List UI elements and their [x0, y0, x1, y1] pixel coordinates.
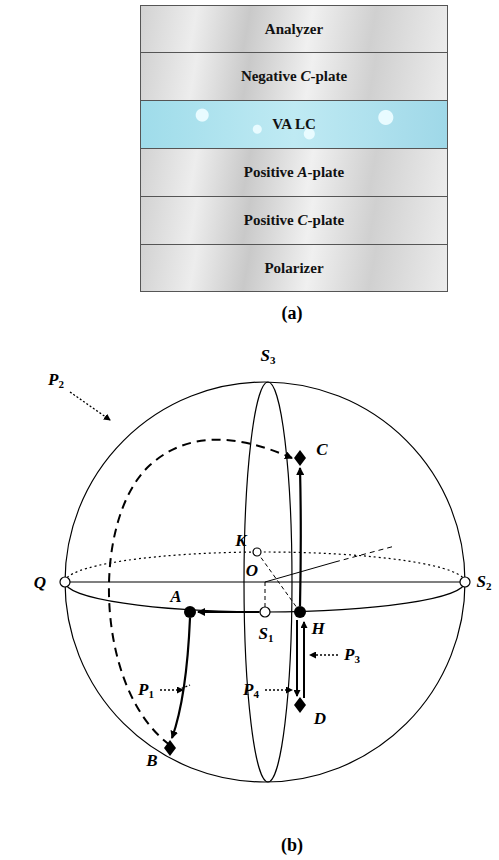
panel-label: (b): [281, 836, 303, 854]
point-label: C: [316, 441, 327, 458]
point-label: O: [246, 562, 258, 579]
axis-label: S2: [477, 573, 492, 592]
liquid-crystal-layer: VA LC: [140, 100, 448, 149]
c-plate-layer: Positive C-plate: [140, 196, 448, 245]
panel-label: (a): [282, 304, 303, 322]
layer-label: Analyzer: [259, 19, 329, 40]
path-label: P1: [138, 681, 154, 700]
point-label: D: [314, 710, 326, 727]
layer-label: Negative C-plate: [235, 66, 353, 87]
axis-label: S3: [261, 347, 276, 366]
path-label: P3: [344, 646, 360, 665]
point-label: H: [311, 620, 324, 637]
a-plate-layer: Positive A-plate: [140, 148, 448, 197]
layer-label: Positive A-plate: [238, 162, 350, 183]
point-label: A: [170, 588, 181, 605]
c-plate-layer: Negative C-plate: [140, 52, 448, 101]
axis-label: S1: [259, 625, 274, 644]
analyzer-layer: Analyzer: [140, 5, 448, 53]
layer-label: VA LC: [266, 114, 322, 135]
layer-label: Polarizer: [258, 258, 329, 279]
path-label: P2: [48, 371, 64, 390]
point-label: B: [146, 752, 157, 769]
layer-label: Positive C-plate: [238, 210, 350, 231]
path-label: P4: [243, 681, 259, 700]
axis-label: Q: [34, 574, 46, 591]
polarizer-layer: Polarizer: [140, 244, 448, 292]
point-label: K: [235, 532, 246, 549]
